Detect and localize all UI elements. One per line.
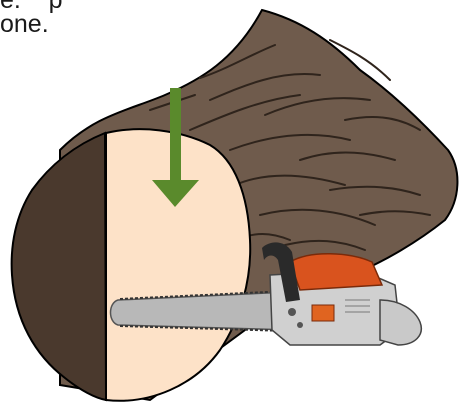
heartwood-section xyxy=(12,133,106,400)
